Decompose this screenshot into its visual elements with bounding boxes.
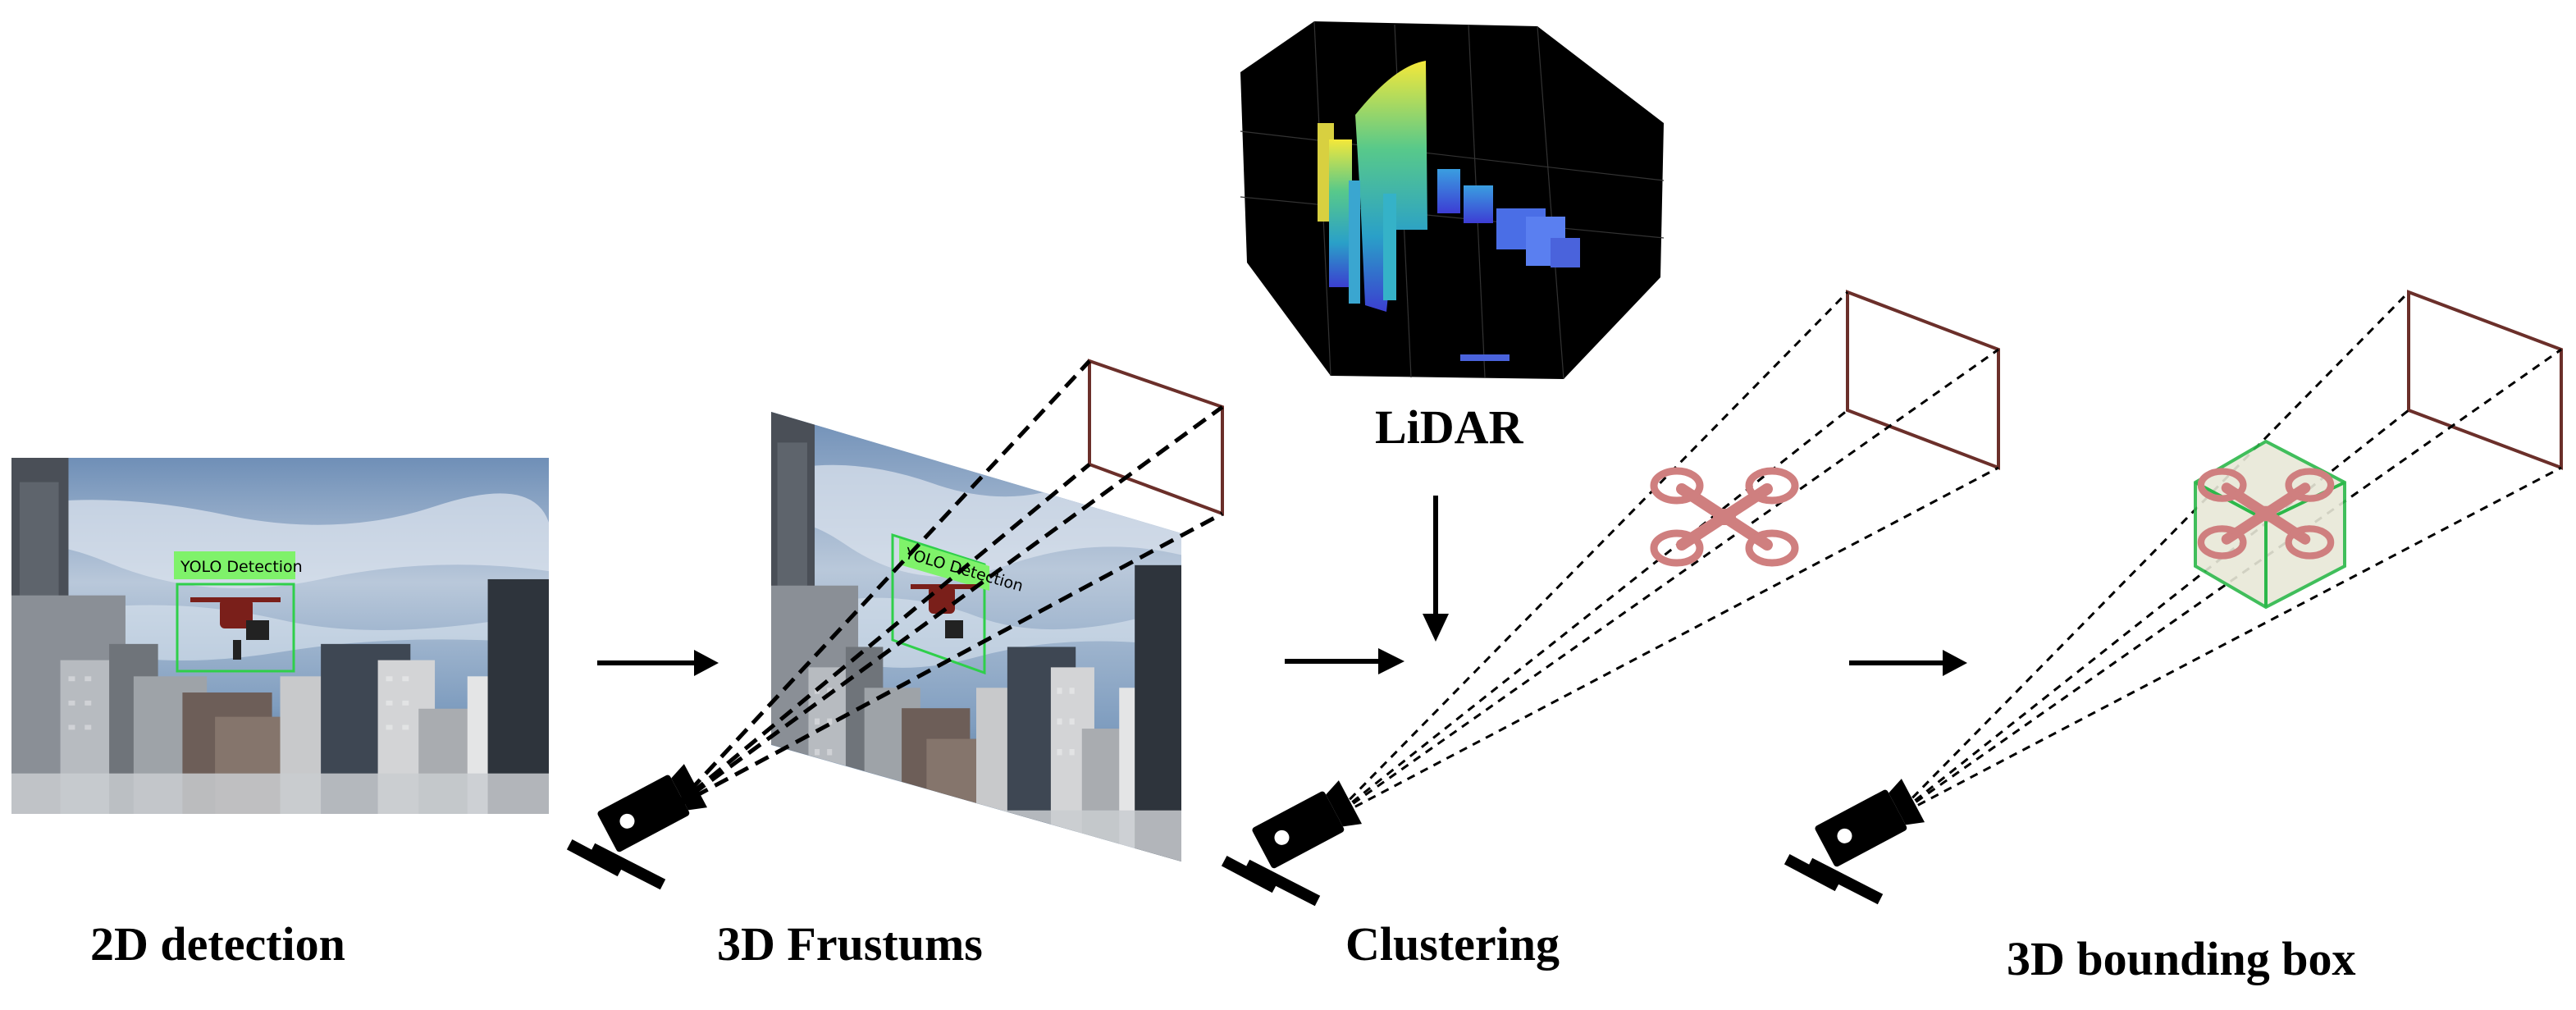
frustum-far-plane [2407, 290, 2563, 470]
bbox-panel [1787, 290, 2563, 899]
camera-icon [1224, 780, 1362, 901]
arrow-right-icon [1849, 650, 1967, 676]
yolo-bounding-box [176, 583, 295, 673]
camera-icon [1787, 779, 1925, 899]
lidar-panel [1240, 21, 1665, 380]
drone-icon [1654, 471, 1795, 563]
frustum-panel: YOLO Detection [569, 359, 1224, 884]
detection-image-panel: YOLO Detection [11, 458, 549, 814]
clustering-panel [1224, 290, 2000, 901]
drone-photo [190, 597, 281, 660]
camera-icon [569, 764, 707, 884]
frustum-rays [673, 359, 1224, 810]
caption-2d-detection: 2D detection [90, 917, 345, 971]
caption-lidar: LiDAR [1375, 400, 1524, 454]
caption-clustering: Clustering [1345, 917, 1560, 971]
yolo-label: YOLO Detection [180, 558, 303, 576]
frustum-rays [1327, 290, 1999, 822]
bounding-box-cube [2194, 439, 2346, 610]
lidar-point-cloud [1355, 61, 1427, 312]
arrow-right-icon [597, 650, 719, 676]
arrow-down-icon [1423, 496, 1449, 642]
arrow-right-icon [1285, 648, 1404, 674]
frustum-far-plane [1846, 290, 2000, 470]
caption-3d-frustums: 3D Frustums [717, 917, 983, 971]
caption-3d-bounding-box: 3D bounding box [2007, 932, 2356, 985]
yolo-label-background [174, 551, 295, 579]
